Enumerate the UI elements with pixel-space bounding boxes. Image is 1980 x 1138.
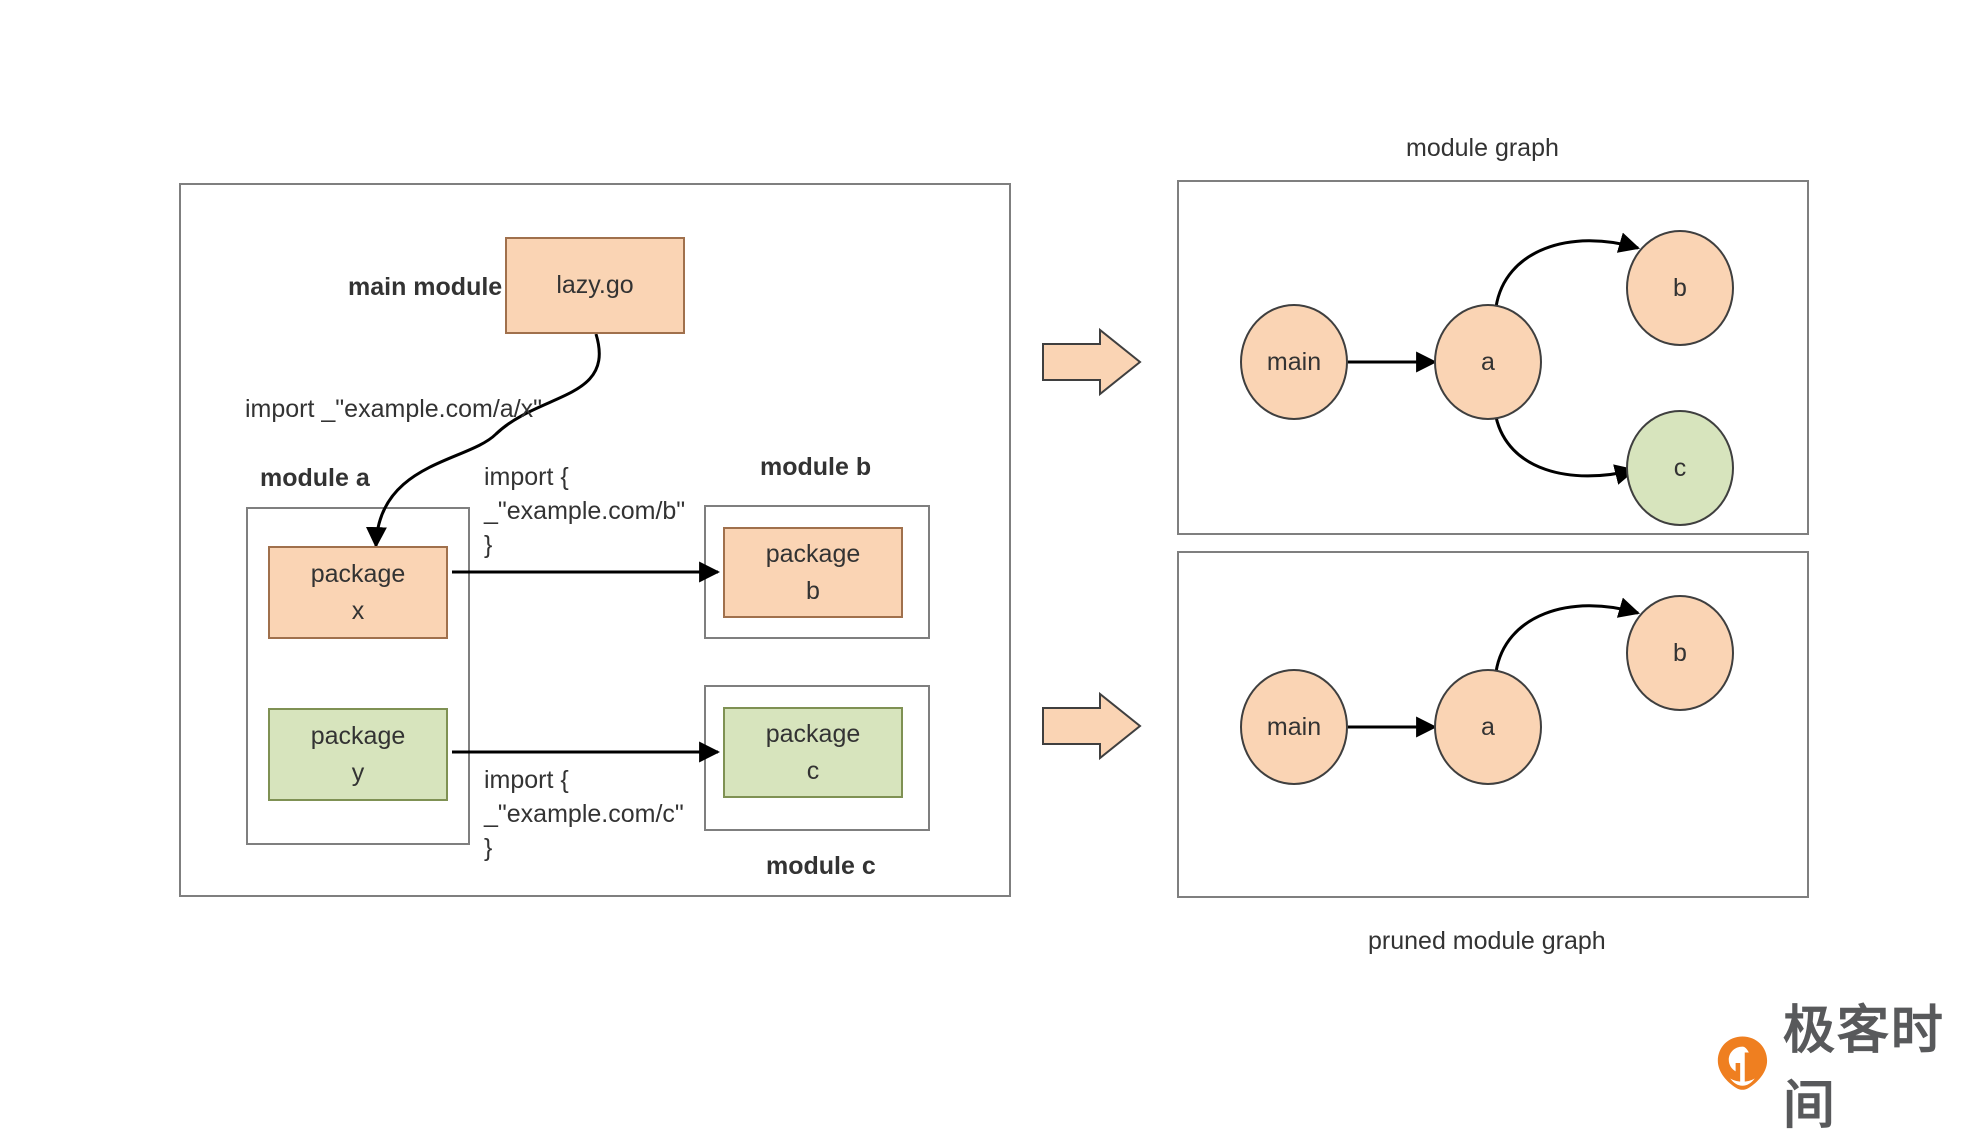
module-b-label: module b — [760, 453, 872, 481]
diagram-canvas — [179, 180, 1809, 898]
package-x-box: package x — [268, 546, 448, 639]
edge-lazygo-to-package-x — [365, 333, 601, 549]
watermark: 极客时间 — [1716, 988, 1980, 1138]
pruned-graph-node-b: b — [1626, 595, 1734, 711]
import-main-to-x-label: import _"example.com/a/x" — [245, 395, 543, 423]
module-graph-title: module graph — [1406, 134, 1559, 162]
watermark-text: 极客时间 — [1782, 1001, 1945, 1136]
import-y-to-c-label: import { _"example.com/c" } — [484, 766, 684, 862]
module-a-label: module a — [260, 464, 370, 492]
module-c-label: module c — [766, 852, 876, 880]
transition-arrow-top — [1042, 327, 1142, 397]
module-graph-node-c: c — [1626, 410, 1734, 526]
package-b-box: package b — [723, 527, 903, 618]
lazy-go-box: lazy.go — [505, 237, 685, 334]
edge-a-to-b-bottom — [1494, 597, 1641, 673]
pruned-graph-node-main: main — [1240, 669, 1348, 785]
import-x-to-b-label: import { _"example.com/b" } — [484, 463, 686, 559]
package-c-box: package c — [723, 707, 903, 798]
module-graph-node-b: b — [1626, 230, 1734, 346]
pruned-module-graph-title: pruned module graph — [1368, 927, 1606, 955]
transition-arrow-bottom — [1042, 691, 1142, 761]
edge-a-to-c-top — [1494, 416, 1637, 485]
package-y-box: package y — [268, 708, 448, 801]
geektime-logo-icon — [1717, 1036, 1768, 1090]
edge-a-to-b-top — [1494, 232, 1641, 308]
module-graph-node-a: a — [1434, 304, 1542, 420]
main-module-label: main module — [348, 273, 503, 301]
module-graph-node-main: main — [1240, 304, 1348, 420]
pruned-graph-node-a: a — [1434, 669, 1542, 785]
